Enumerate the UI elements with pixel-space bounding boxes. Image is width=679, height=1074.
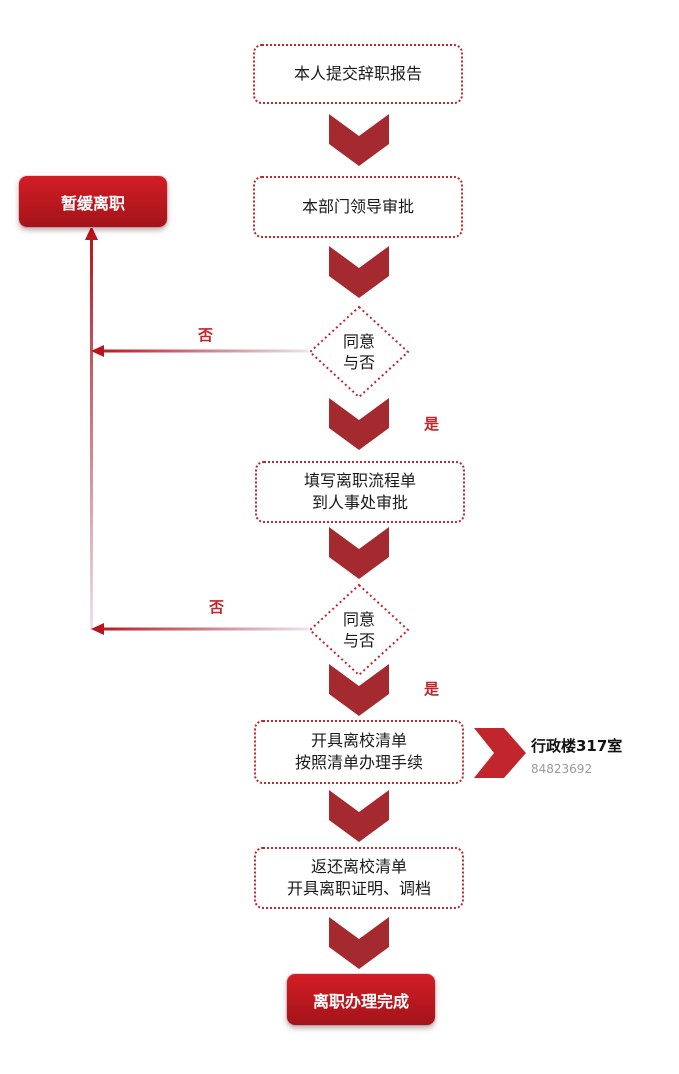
suspend-resignation-terminal: 暂缓离职 [19, 176, 167, 227]
chevron-down-icon [329, 114, 389, 166]
step-return-line2: 开具离职证明、调档 [286, 879, 431, 898]
resignation-complete-terminal: 离职办理完成 [287, 974, 435, 1025]
step-checklist: 开具离校清单 按照清单办理手续 [254, 720, 464, 784]
step-fill-form: 填写离职流程单 到人事处审批 [255, 461, 465, 523]
no-label-first: 否 [198, 326, 214, 344]
complete-label: 离职办理完成 [312, 991, 409, 1011]
suspend-label: 暂缓离职 [60, 193, 125, 213]
return-line [90, 234, 93, 630]
step-dept-approval-label: 本部门领导审批 [301, 197, 414, 216]
step-return-checklist: 返还离校清单 开具离职证明、调档 [254, 847, 464, 909]
step-checklist-line1: 开具离校清单 [310, 731, 407, 750]
yes-label-second: 是 [424, 680, 440, 698]
no-line-1 [96, 349, 308, 353]
chevron-down-icon [329, 917, 389, 969]
no-arrowhead-2 [91, 623, 104, 635]
decision-first-shape [308, 305, 410, 399]
decision-second-shape [308, 583, 410, 677]
decision-first-line1: 同意 [342, 332, 375, 351]
chevron-right-icon [474, 728, 526, 778]
step-fill-form-line1: 填写离职流程单 [303, 471, 416, 490]
return-arrowhead [85, 226, 98, 240]
chevron-down-icon [329, 398, 389, 450]
no-line-2 [96, 627, 308, 631]
step-submit-resignation: 本人提交辞职报告 [253, 44, 463, 104]
office-location: 行政楼317室 [531, 737, 623, 755]
step-department-approval: 本部门领导审批 [253, 176, 463, 238]
yes-label-first: 是 [424, 415, 440, 433]
decision-second-line1: 同意 [342, 610, 375, 629]
decision-second: 同意 与否 [308, 583, 410, 677]
no-arrowhead-1 [91, 345, 104, 357]
decision-second-line2: 与否 [342, 631, 375, 650]
chevron-down-icon [329, 664, 389, 716]
step-submit-label: 本人提交辞职报告 [293, 64, 422, 83]
chevron-down-icon [329, 527, 389, 579]
step-fill-form-line2: 到人事处审批 [311, 493, 408, 512]
chevron-down-icon [329, 246, 389, 298]
decision-first-line2: 与否 [342, 353, 375, 372]
chevron-down-icon [329, 790, 389, 842]
decision-first: 同意 与否 [308, 305, 410, 399]
step-checklist-line2: 按照清单办理手续 [294, 753, 423, 772]
step-return-line1: 返还离校清单 [310, 857, 407, 876]
office-phone: 84823692 [531, 762, 593, 776]
no-label-second: 否 [209, 598, 225, 616]
